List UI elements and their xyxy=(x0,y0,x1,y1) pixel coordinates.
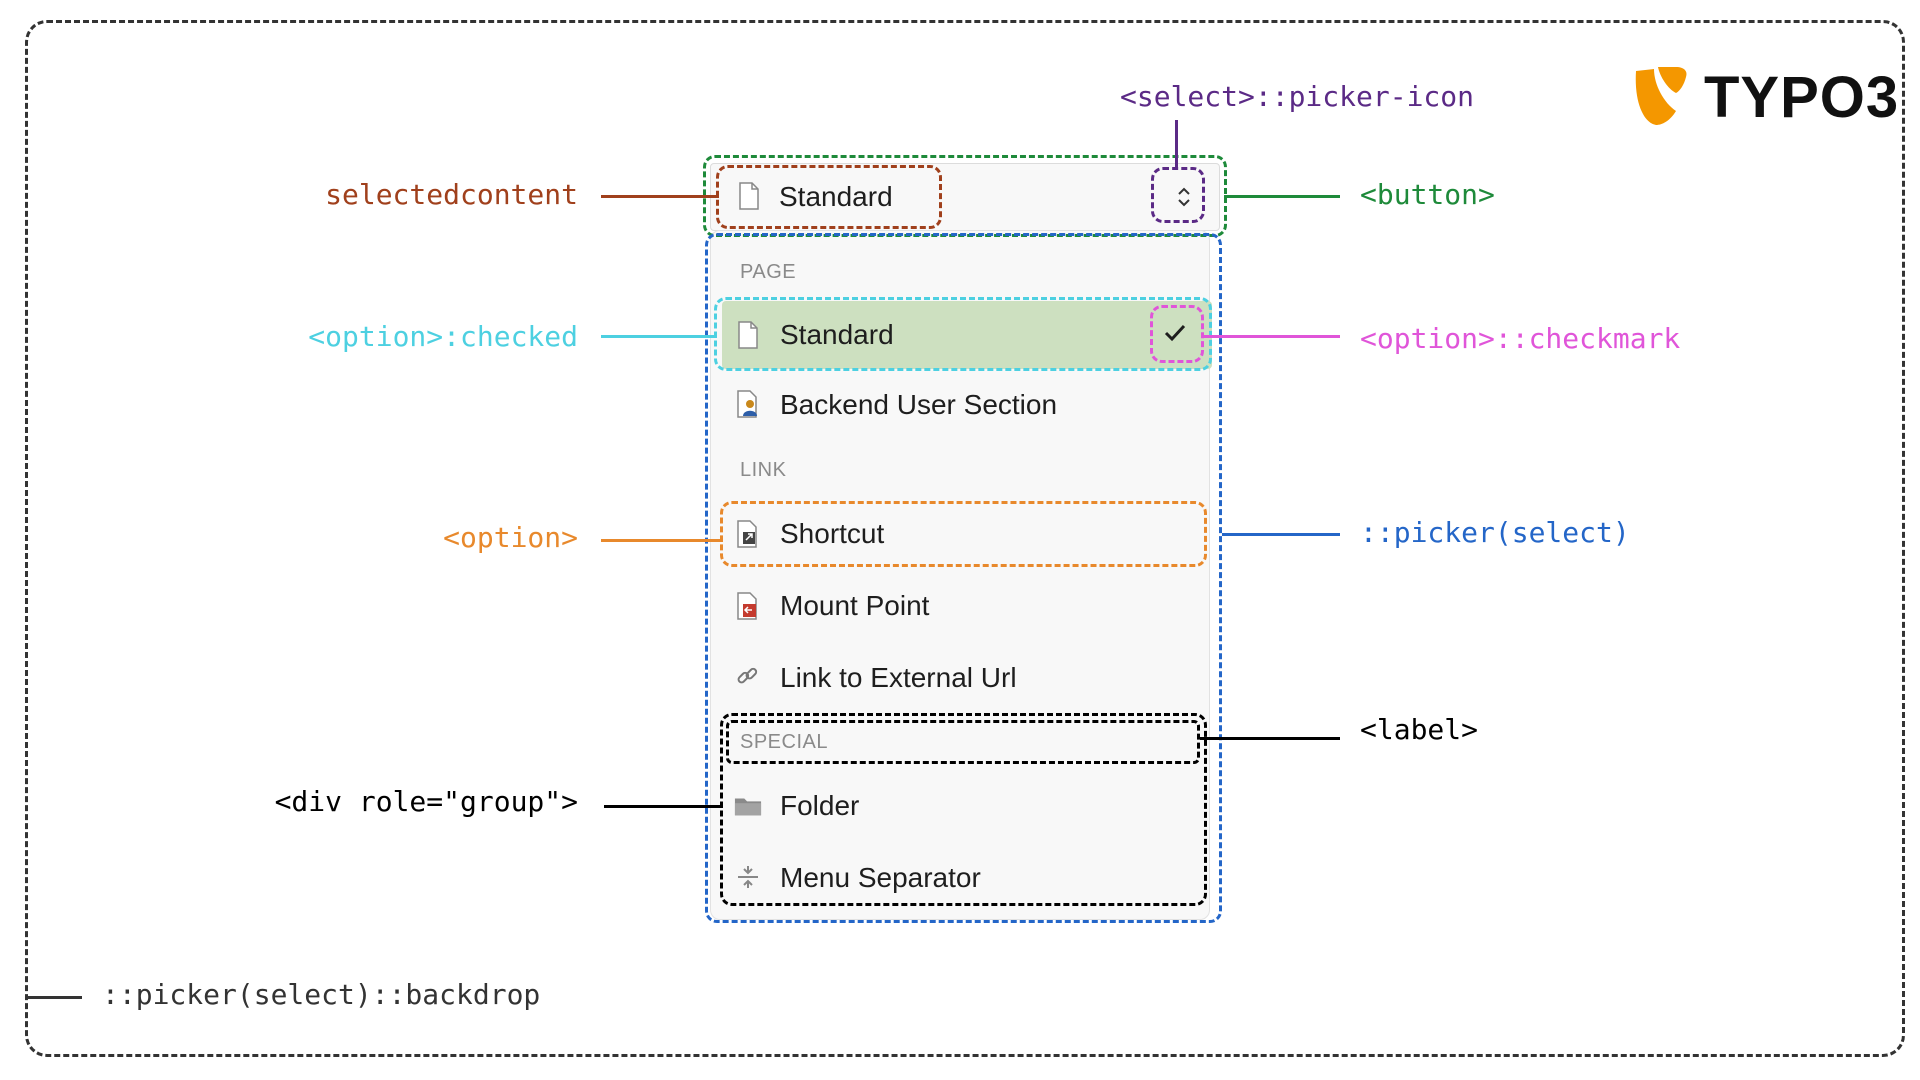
option-label: Backend User Section xyxy=(780,389,1058,420)
separator-icon xyxy=(734,860,762,894)
folder-icon xyxy=(734,789,762,823)
connector-picker-select xyxy=(1222,533,1340,536)
option-label: Folder xyxy=(780,790,860,821)
annotation-option: <option> xyxy=(443,521,578,554)
annotation-label: <label> xyxy=(1360,713,1479,746)
option-label: Menu Separator xyxy=(780,862,981,893)
option-label: Link to External Url xyxy=(780,662,1017,693)
backdrop-outline xyxy=(25,20,1905,1057)
connector-button xyxy=(1224,195,1340,198)
connector-option xyxy=(601,539,723,542)
backend-user-icon xyxy=(734,387,762,421)
connector-option-checkmark xyxy=(1204,335,1340,338)
page-icon xyxy=(735,179,763,213)
option-checked-outline xyxy=(714,297,1212,371)
page-icon xyxy=(734,318,762,352)
option-shortcut[interactable]: Shortcut xyxy=(722,502,1202,566)
annotation-picker-select: ::picker(select) xyxy=(1360,516,1630,549)
option-label: Standard xyxy=(780,319,894,350)
group-label-link: LINK xyxy=(740,459,787,481)
annotation-div-group: <div role="group"> xyxy=(274,785,578,818)
shortcut-icon xyxy=(734,517,762,551)
checkmark-outline xyxy=(1150,305,1204,363)
option-mount-point[interactable]: Mount Point xyxy=(722,574,1202,638)
annotation-selectedcontent: selectedcontent xyxy=(325,178,578,211)
connector-option-checked xyxy=(601,335,717,338)
typo3-logo-icon xyxy=(1635,67,1687,125)
option-backend-user-section[interactable]: Backend User Section xyxy=(722,372,1202,436)
option-standard[interactable]: Standard xyxy=(722,301,1212,369)
option-label: Mount Point xyxy=(780,590,930,621)
annotation-picker-icon: <select>::picker-icon xyxy=(1120,80,1475,113)
option-label: Shortcut xyxy=(780,518,885,549)
label-outline xyxy=(726,720,1200,764)
group-label-page: PAGE xyxy=(740,261,797,283)
picker-icon[interactable] xyxy=(1175,184,1193,215)
annotation-option-checked: <option>:checked xyxy=(308,320,578,353)
option-folder[interactable]: Folder xyxy=(722,774,1202,838)
picker-select-outline xyxy=(705,233,1222,923)
option-link-to-external-url[interactable]: Link to External Url xyxy=(722,645,1202,709)
annotation-button: <button> xyxy=(1360,178,1495,211)
connector-div-group xyxy=(604,805,723,808)
group-label-special: SPECIAL xyxy=(740,731,828,753)
connector-backdrop xyxy=(26,996,82,999)
connector-label xyxy=(1200,737,1340,740)
annotation-option-checkmark: <option>::checkmark xyxy=(1360,322,1681,355)
typo3-logo-text: TYPO3 xyxy=(1704,65,1900,130)
checkmark-icon xyxy=(1164,323,1186,348)
picker-icon-outline xyxy=(1151,167,1205,223)
typo3-logo: TYPO3 xyxy=(1632,65,1898,135)
option-outline xyxy=(720,501,1207,567)
connector-picker-icon xyxy=(1175,120,1178,168)
annotation-backdrop: ::picker(select)::backdrop xyxy=(102,978,541,1011)
connector-selectedcontent xyxy=(601,195,719,198)
mount-point-icon xyxy=(734,589,762,623)
link-icon xyxy=(734,660,762,694)
option-menu-separator[interactable]: Menu Separator xyxy=(722,845,1202,909)
group-outline xyxy=(720,713,1207,906)
selectedcontent-outline xyxy=(716,165,942,229)
selected-content-text: Standard xyxy=(779,181,893,212)
